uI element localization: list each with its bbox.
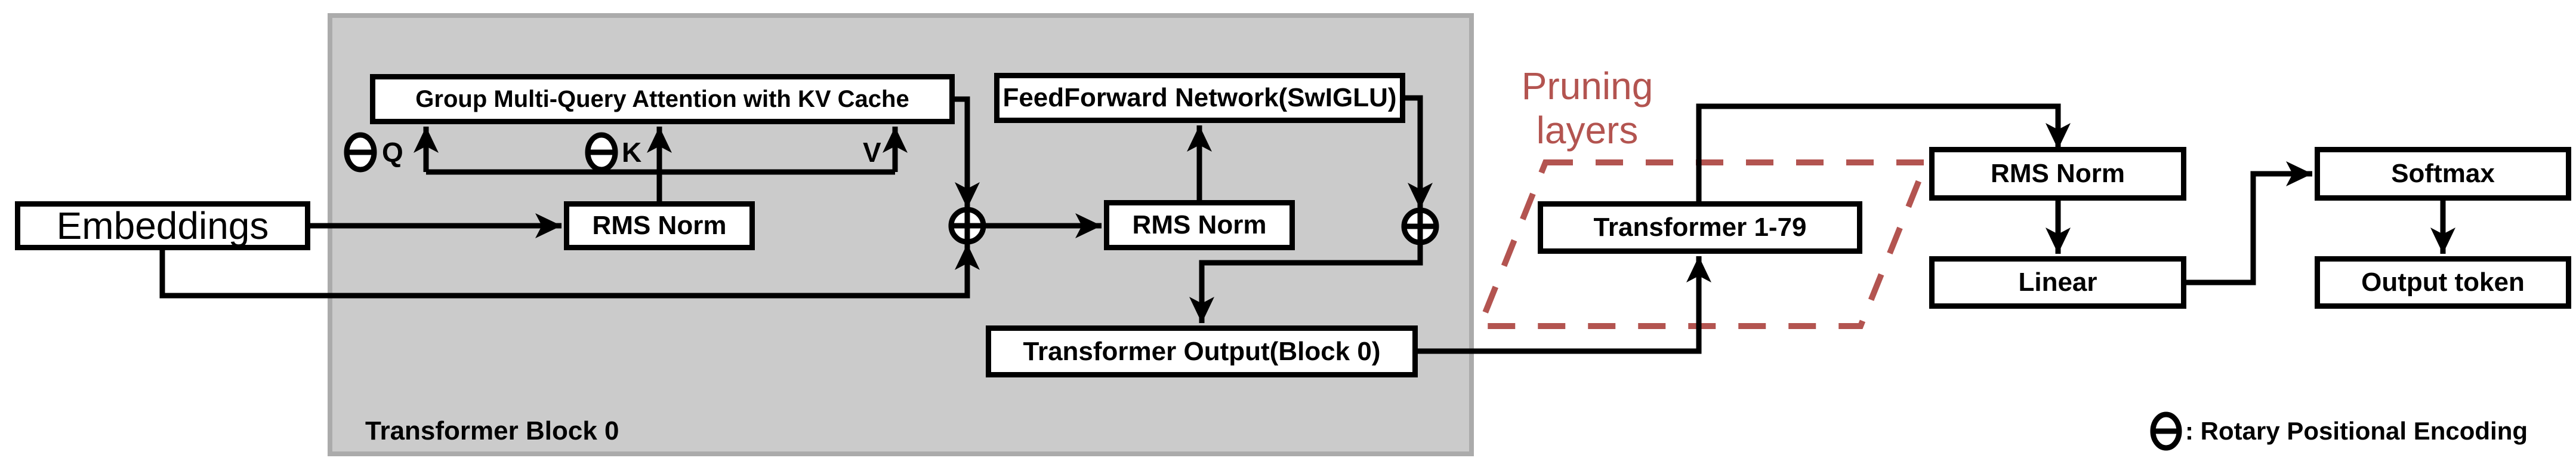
node-embeddings: Embeddings — [15, 201, 310, 250]
connector-ffn-to-add2 — [1405, 95, 1433, 209]
label-k: K — [622, 137, 641, 168]
node-attention-label: Group Multi-Query Attention with KV Cach… — [415, 85, 909, 112]
pruning-region-outline — [1475, 159, 1931, 329]
node-softmax: Softmax — [2315, 147, 2571, 201]
node-attention: Group Multi-Query Attention with KV Cach… — [370, 74, 955, 124]
label-q: Q — [382, 137, 403, 168]
connector-attention-to-add1 — [955, 96, 980, 208]
node-transformer-1-79-label: Transformer 1-79 — [1593, 213, 1807, 242]
node-rms-norm-attention: RMS Norm — [564, 201, 755, 250]
connector-embeddings-residual-to-add1 — [159, 244, 980, 299]
node-transformer-output-label: Transformer Output(Block 0) — [1023, 336, 1381, 366]
transformer-block-0-caption: Transformer Block 0 — [365, 416, 619, 446]
label-v: V — [863, 137, 881, 168]
connector-output-to-transformer-1-79 — [1418, 256, 1711, 354]
connector-linear-to-softmax — [2186, 161, 2312, 285]
node-rms-norm-final: RMS Norm — [1929, 147, 2186, 201]
add-circle-2-cross — [1404, 210, 1436, 242]
node-linear: Linear — [1929, 256, 2186, 309]
node-rms-norm-final-label: RMS Norm — [1991, 159, 2125, 188]
connector-transformer-1-79-to-rmsnorm-final — [1696, 103, 2071, 201]
node-transformer-1-79: Transformer 1-79 — [1538, 201, 1862, 254]
node-rms-norm-attention-label: RMS Norm — [592, 211, 727, 240]
node-output-token-label: Output token — [2361, 268, 2525, 297]
pruning-layers-line1: Pruning — [1521, 64, 1653, 107]
node-ffn-label: FeedForward Network(SwIGLU) — [1002, 83, 1397, 112]
legend-rope-text: : Rotary Positional Encoding — [2185, 417, 2528, 445]
connector-add2-to-transformer-output — [1189, 242, 1423, 323]
node-linear-label: Linear — [2018, 268, 2097, 297]
add-circle-1-cross — [951, 210, 983, 242]
pruning-layers-line2: layers — [1536, 109, 1639, 152]
node-transformer-output: Transformer Output(Block 0) — [986, 325, 1418, 377]
node-rms-norm-ffn-label: RMS Norm — [1132, 210, 1267, 239]
node-output-token: Output token — [2315, 256, 2571, 309]
node-softmax-label: Softmax — [2391, 159, 2495, 188]
node-rms-norm-ffn: RMS Norm — [1104, 200, 1295, 250]
node-embeddings-label: Embeddings — [56, 204, 269, 247]
node-ffn: FeedForward Network(SwIGLU) — [994, 73, 1405, 123]
